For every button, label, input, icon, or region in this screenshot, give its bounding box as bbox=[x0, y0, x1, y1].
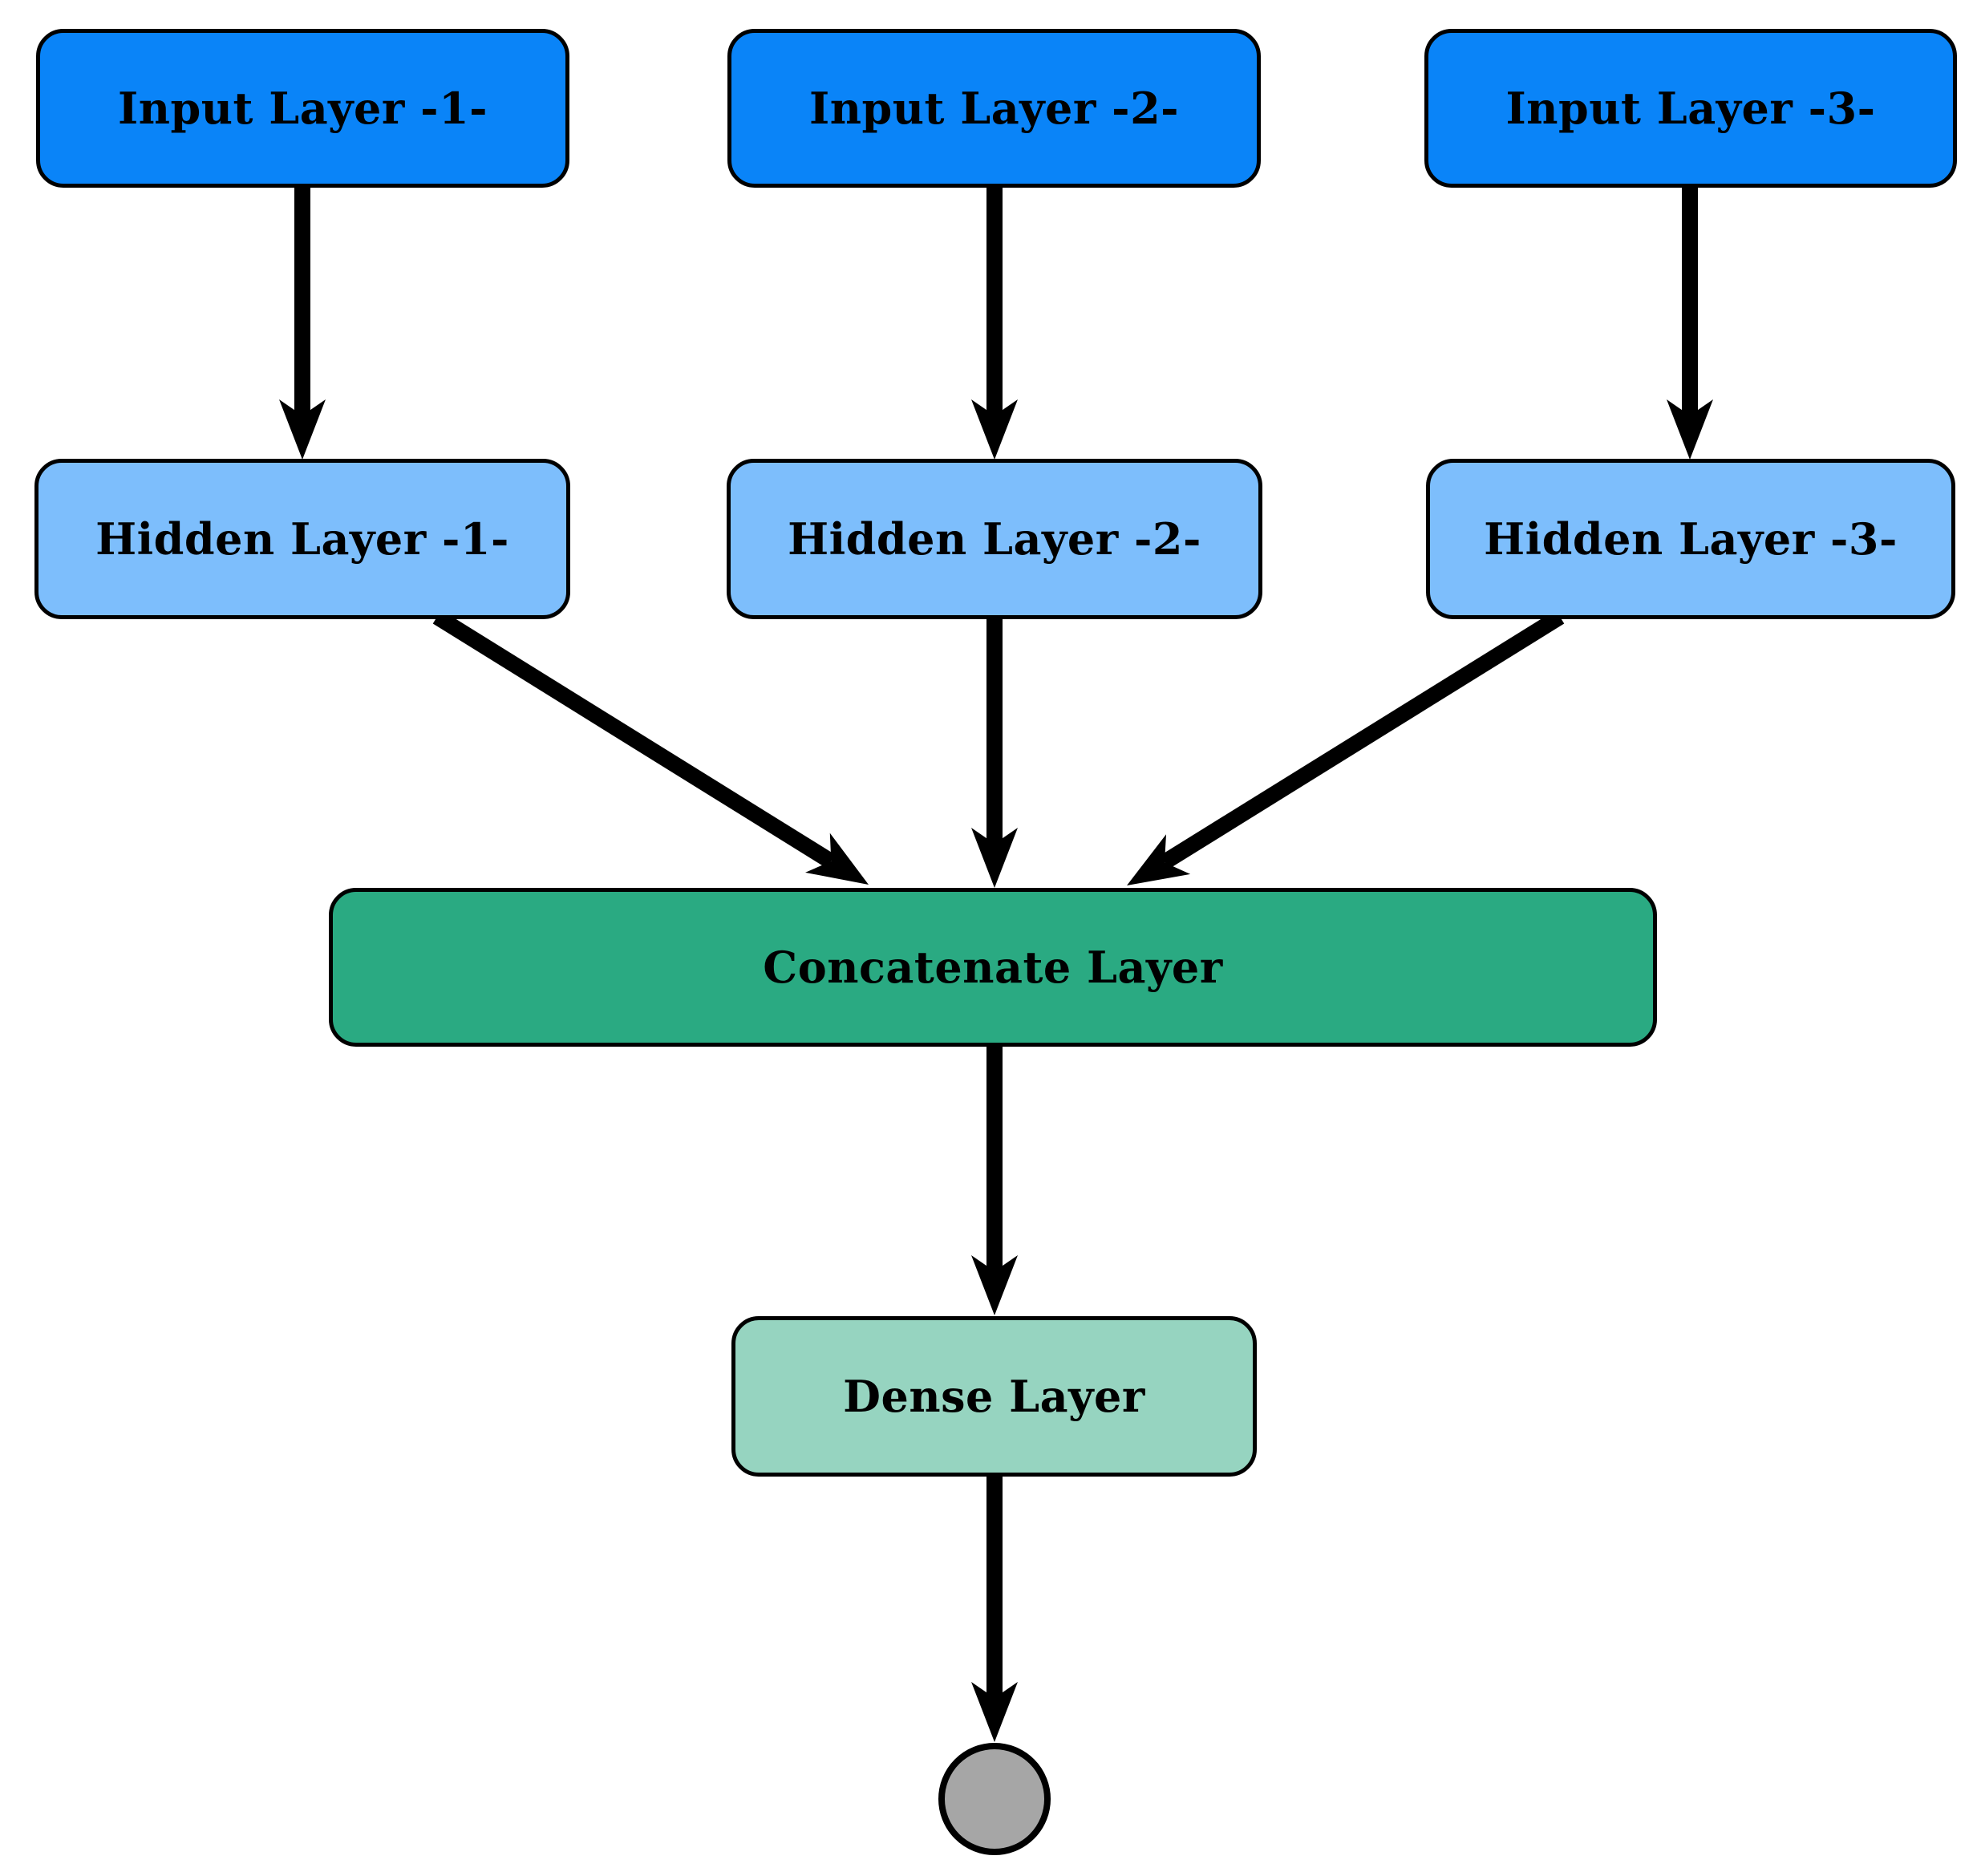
node-label: Dense Layer bbox=[843, 1371, 1145, 1422]
node-label: Hidden Layer -1- bbox=[95, 513, 509, 565]
edge-input2-hidden2 bbox=[971, 184, 1018, 460]
edge-hidden2-concatenate bbox=[971, 618, 1018, 888]
node-concatenate-layer: Concatenate Layer bbox=[329, 888, 1657, 1047]
node-dense-layer: Dense Layer bbox=[731, 1316, 1257, 1477]
edge-input1-hidden1 bbox=[279, 184, 326, 460]
node-input-layer-3: Input Layer -3- bbox=[1424, 29, 1957, 188]
edge-dense-output bbox=[971, 1475, 1018, 1742]
node-hidden-layer-3: Hidden Layer -3- bbox=[1426, 459, 1955, 619]
edge-hidden3-concatenate bbox=[1127, 610, 1565, 885]
node-label: Input Layer -3- bbox=[1505, 83, 1876, 134]
edge-concatenate-dense bbox=[971, 1045, 1018, 1315]
node-input-layer-1: Input Layer -1- bbox=[36, 29, 569, 188]
edge-hidden1-concatenate bbox=[432, 610, 869, 885]
edge-input3-hidden3 bbox=[1667, 184, 1713, 460]
node-label: Input Layer -2- bbox=[808, 83, 1180, 134]
node-input-layer-2: Input Layer -2- bbox=[727, 29, 1261, 188]
node-hidden-layer-2: Hidden Layer -2- bbox=[727, 459, 1262, 619]
node-label: Hidden Layer -2- bbox=[788, 513, 1201, 565]
node-label: Hidden Layer -3- bbox=[1484, 513, 1898, 565]
node-label: Concatenate Layer bbox=[763, 942, 1223, 993]
node-hidden-layer-1: Hidden Layer -1- bbox=[34, 459, 570, 619]
node-output-circle bbox=[938, 1743, 1051, 1855]
node-label: Input Layer -1- bbox=[117, 83, 488, 134]
